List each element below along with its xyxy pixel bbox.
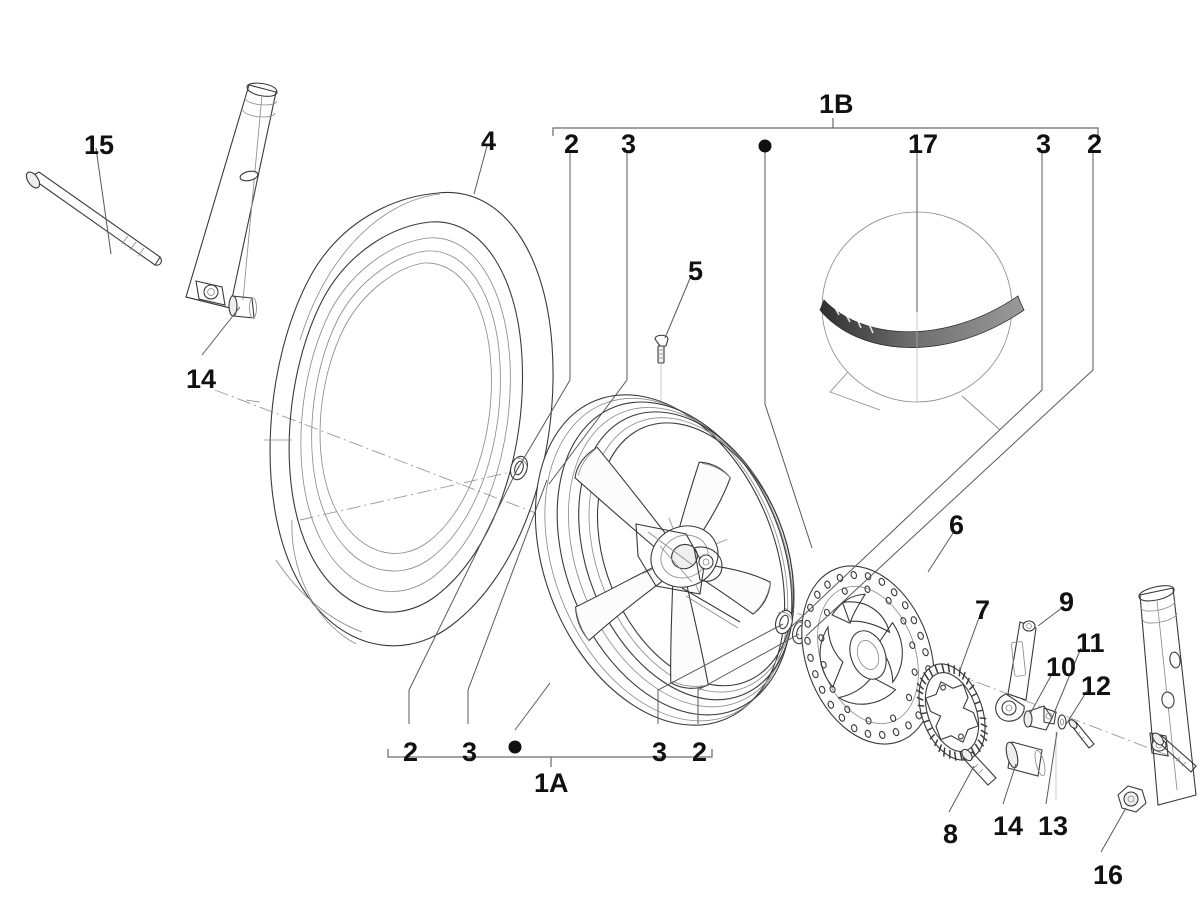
leader-lines: [95, 145, 1127, 853]
callout-17: 17: [908, 129, 939, 159]
part-1-wheel-rim: [534, 394, 795, 726]
group-bracket-1A: [387, 749, 713, 767]
callout-16: 16: [1093, 860, 1124, 890]
part-15-axle: [25, 171, 162, 266]
callout-7: 7: [975, 595, 991, 625]
callout-15: 15: [84, 130, 115, 160]
callout-3-top-right: 3: [1036, 129, 1052, 159]
part-9-sensor-bracket: [995, 620, 1037, 722]
part-14-right-spacer: [1005, 741, 1046, 777]
part-8-disc-bolt: [961, 748, 997, 786]
part-16-clamp-nut: [1117, 785, 1147, 813]
callout-9: 9: [1059, 587, 1075, 617]
part-2-bearing-left: [509, 455, 529, 481]
callout-13: 13: [1038, 811, 1069, 841]
part-3-spacer-right: [774, 609, 794, 635]
callout-14-right: 14: [993, 811, 1024, 841]
callout-2-top-left: 2: [564, 129, 580, 159]
part-6-brake-disc: [801, 565, 935, 745]
callout-4: 4: [481, 126, 497, 156]
part-4-tyre: [245, 191, 554, 647]
rim-strip-inset: [819, 211, 1025, 431]
callout-2-bottom-left: 2: [403, 737, 419, 767]
callout-12: 12: [1081, 671, 1112, 701]
part-10-abs-sensor: [1023, 705, 1057, 731]
callout-3-top-left: 3: [621, 129, 637, 159]
group-bracket-1B: [552, 118, 1099, 136]
group-label-1A: 1A: [534, 768, 569, 798]
right-fork-leg: [1138, 585, 1197, 806]
part-11-washer: [1057, 714, 1067, 730]
callout-3-bottom-left: 3: [462, 737, 478, 767]
callout-5: 5: [688, 256, 704, 286]
callout-2-top-right: 2: [1087, 129, 1103, 159]
part-5-valve: [654, 334, 669, 420]
callout-2-bottom-right: 2: [692, 737, 708, 767]
part-7-tone-ring: [915, 663, 989, 761]
group-label-1B: 1B: [819, 89, 854, 119]
left-fork-leg: [185, 82, 278, 309]
part-12-screw: [1068, 719, 1095, 749]
callout-11: 11: [1076, 628, 1105, 658]
bearings-right: [774, 609, 811, 645]
group-dot-top: [758, 139, 772, 153]
callout-10: 10: [1046, 652, 1077, 682]
group-dot-bottom: [508, 740, 522, 754]
callout-8: 8: [943, 819, 959, 849]
callout-14-left: 14: [186, 364, 217, 394]
callout-6: 6: [949, 510, 965, 540]
hub-boss: [635, 523, 741, 629]
callout-3-bottom-right: 3: [652, 737, 668, 767]
